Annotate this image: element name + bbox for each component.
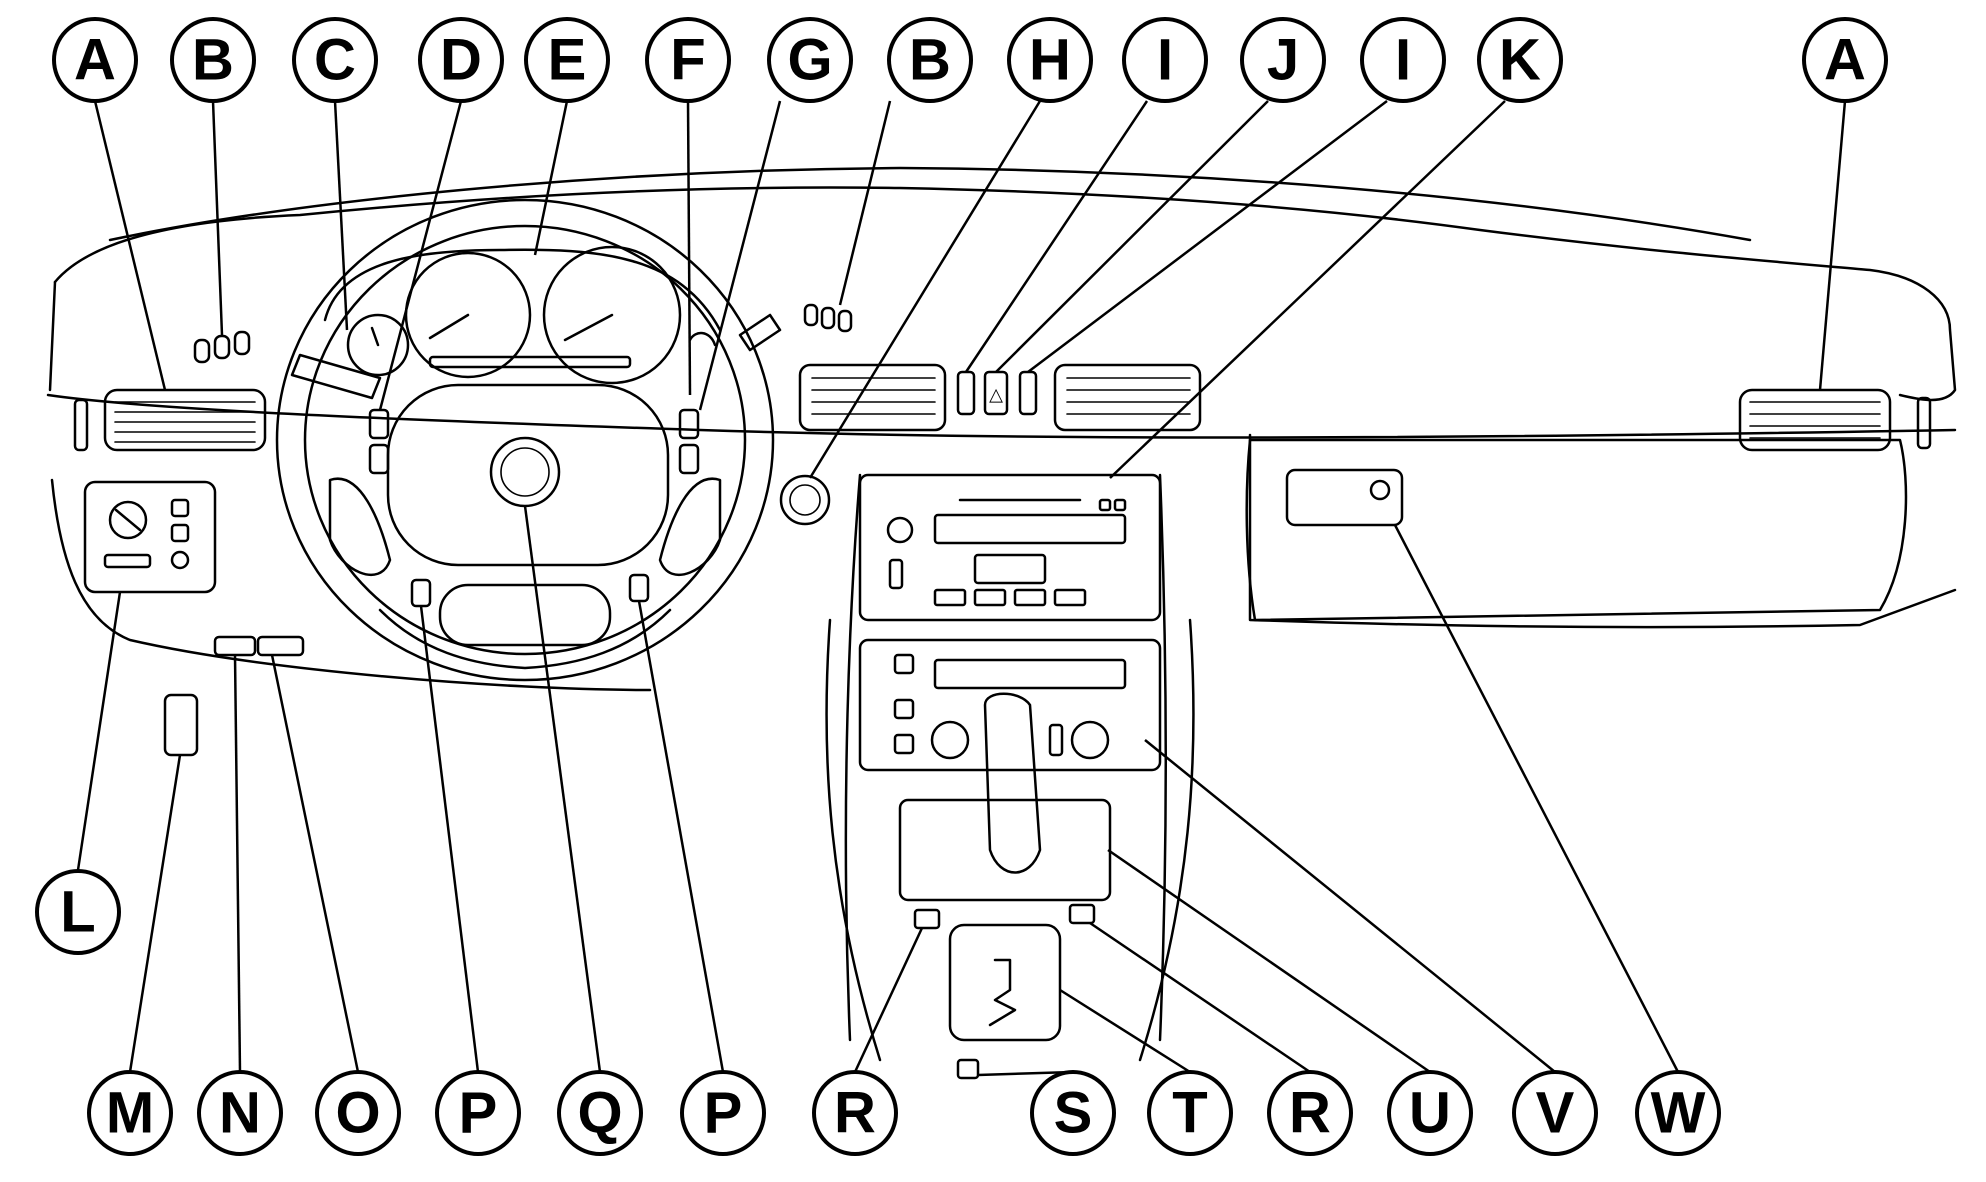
callout-label: L bbox=[60, 880, 95, 945]
steering-wheel bbox=[275, 198, 782, 682]
hazard-symbol: △ bbox=[989, 385, 1003, 406]
callout-label: B bbox=[192, 28, 234, 93]
callout-label: I bbox=[1395, 28, 1411, 93]
callout-label: V bbox=[1536, 1081, 1575, 1146]
callout-O: O bbox=[315, 1070, 401, 1156]
callout-label: U bbox=[1409, 1081, 1451, 1146]
callout-label: Q bbox=[577, 1081, 622, 1146]
callout-V: V bbox=[1512, 1070, 1598, 1156]
callout-label: A bbox=[1824, 28, 1866, 93]
ignition-switch bbox=[779, 474, 831, 526]
callout-label: E bbox=[548, 28, 587, 93]
callout-R-1: R bbox=[812, 1070, 898, 1156]
callout-E: E bbox=[524, 17, 610, 103]
callout-H: H bbox=[1007, 17, 1093, 103]
callout-C: C bbox=[292, 17, 378, 103]
callout-label: I bbox=[1157, 28, 1173, 93]
leader-lines bbox=[76, 100, 1847, 1077]
callout-label: O bbox=[335, 1081, 380, 1146]
radio-unit bbox=[858, 473, 1162, 622]
callout-label: S bbox=[1054, 1081, 1093, 1146]
callout-label: G bbox=[787, 28, 832, 93]
callout-label: F bbox=[670, 28, 705, 93]
callout-label: D bbox=[440, 28, 482, 93]
vent-left bbox=[73, 388, 267, 452]
callout-K: K bbox=[1477, 17, 1563, 103]
dashboard-outline bbox=[46, 166, 1957, 1062]
callout-M: M bbox=[87, 1070, 173, 1156]
vent-center-right bbox=[1053, 363, 1202, 432]
glove-box bbox=[1245, 438, 1908, 622]
callout-label: A bbox=[74, 28, 116, 93]
callout-label: C bbox=[314, 28, 356, 93]
callout-label: R bbox=[834, 1081, 876, 1146]
callout-B-right: B bbox=[887, 17, 973, 103]
instrument-cluster bbox=[323, 245, 722, 385]
callout-T: T bbox=[1147, 1070, 1233, 1156]
hazard-switch-group: △ bbox=[956, 370, 1038, 416]
callout-B-left: B bbox=[170, 17, 256, 103]
climate-control bbox=[858, 638, 1162, 772]
vent-right bbox=[1738, 388, 1932, 452]
callout-Q: Q bbox=[557, 1070, 643, 1156]
callout-A-left: A bbox=[52, 17, 138, 103]
lower-left-controls bbox=[163, 635, 305, 757]
defrost-grille-left bbox=[193, 330, 251, 364]
callout-label: P bbox=[704, 1081, 743, 1146]
callout-F: F bbox=[645, 17, 731, 103]
callout-label: M bbox=[106, 1081, 154, 1146]
callout-label: W bbox=[1651, 1081, 1706, 1146]
callout-S: S bbox=[1030, 1070, 1116, 1156]
headlamp-switch-module bbox=[83, 480, 217, 594]
callout-N: N bbox=[197, 1070, 283, 1156]
callout-label: B bbox=[909, 28, 951, 93]
vent-center-left bbox=[798, 363, 947, 432]
callout-A-right: A bbox=[1802, 17, 1888, 103]
callout-L: L bbox=[35, 869, 121, 955]
callout-label: N bbox=[219, 1081, 261, 1146]
callout-R-2: R bbox=[1267, 1070, 1353, 1156]
gear-shifter bbox=[898, 692, 1112, 1080]
callout-G: G bbox=[767, 17, 853, 103]
defrost-grille-center bbox=[803, 303, 853, 333]
callout-U: U bbox=[1387, 1070, 1473, 1156]
callout-label: T bbox=[1172, 1081, 1207, 1146]
callout-label: J bbox=[1267, 28, 1299, 93]
callout-label: P bbox=[459, 1081, 498, 1146]
callout-P-1: P bbox=[435, 1070, 521, 1156]
callout-I-1: I bbox=[1122, 17, 1208, 103]
callout-D: D bbox=[418, 17, 504, 103]
callout-label: R bbox=[1289, 1081, 1331, 1146]
callout-I-2: I bbox=[1360, 17, 1446, 103]
callout-label: H bbox=[1029, 28, 1071, 93]
callout-W: W bbox=[1635, 1070, 1721, 1156]
callout-label: K bbox=[1499, 28, 1541, 93]
callout-J: J bbox=[1240, 17, 1326, 103]
callout-P-2: P bbox=[680, 1070, 766, 1156]
